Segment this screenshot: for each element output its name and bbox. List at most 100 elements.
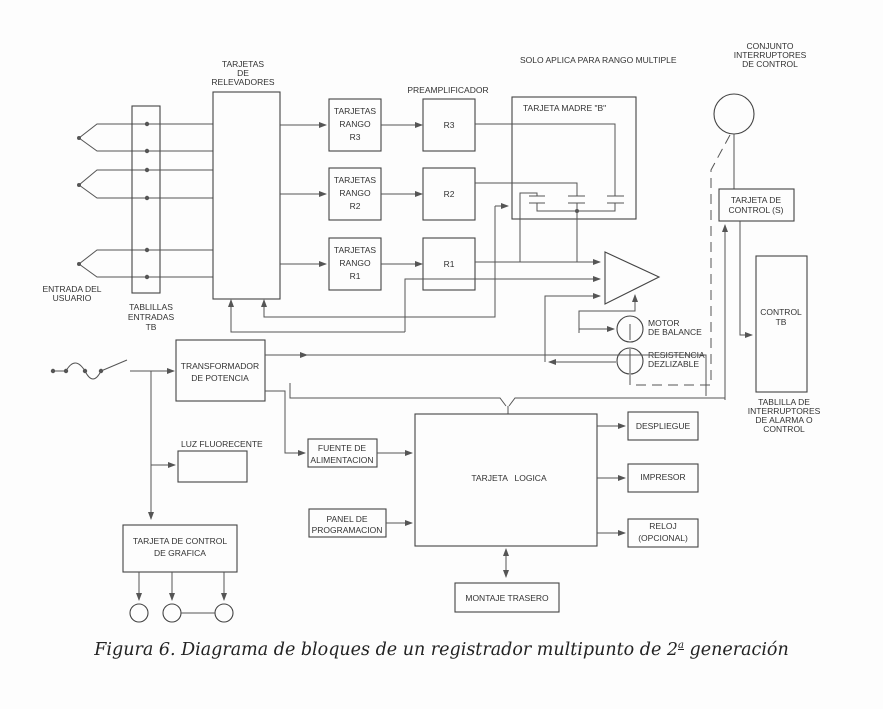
block-preamp-r2: R2 — [422, 167, 476, 221]
block-tarjeta-control: TARJETA DE CONTROL (S) — [718, 188, 795, 222]
svg-text:RELEVADORES: RELEVADORES — [211, 77, 274, 87]
label-tarjetas-relevadores: TARJETAS DE RELEVADORES — [211, 59, 274, 87]
block-tarjetas-relevadores — [212, 91, 281, 300]
svg-text:R1: R1 — [444, 259, 455, 269]
figure-caption: Figura 6. Diagrama de bloques de un regi… — [0, 640, 883, 660]
block-reloj: RELOJ (OPCIONAL) — [627, 518, 699, 548]
svg-text:DESPLIEGUE: DESPLIEGUE — [636, 421, 691, 431]
balance-motor: MOTOR DE BALANCE — [578, 315, 702, 343]
block-fuente-alimentacion: FUENTE DE ALIMENTACION — [307, 438, 378, 468]
wire-amp-feedback — [578, 294, 638, 333]
svg-text:TB: TB — [146, 322, 157, 332]
svg-text:TABLILLAS: TABLILLAS — [129, 302, 173, 312]
svg-text:TARJETA DE CONTROL: TARJETA DE CONTROL — [133, 536, 227, 546]
block-preamp-r3: R3 — [422, 98, 476, 152]
block-montaje-trasero: MONTAJE TRASERO — [454, 582, 560, 613]
svg-text:R2: R2 — [444, 189, 455, 199]
block-tarjeta-madre-b: TARJETA MADRE "B" — [511, 96, 637, 220]
wire-control-card-to-tb — [739, 221, 753, 338]
chart-pen-motors — [129, 572, 234, 623]
block-tarjetas-rango-r2: TARJETAS RANGO R2 — [328, 167, 382, 221]
label-conjunto-interruptores: CONJUNTO INTERRUPTORES DE CONTROL — [734, 41, 807, 69]
svg-text:DE CONTROL: DE CONTROL — [742, 59, 798, 69]
svg-text:PANEL DE: PANEL DE — [326, 514, 367, 524]
label-preamplificador: PREAMPLIFICADOR — [407, 85, 488, 95]
block-panel-programacion: PANEL DE PROGRAMACION — [308, 508, 387, 538]
svg-text:DEZLIZABLE: DEZLIZABLE — [648, 359, 699, 369]
wire-amp-input-2 — [404, 276, 601, 332]
svg-text:CONTROL: CONTROL — [760, 307, 802, 317]
control-switch-set — [713, 93, 755, 189]
wire-transformer-psu — [265, 390, 306, 456]
svg-text:RELOJ: RELOJ — [649, 521, 676, 531]
block-luz-fluorecente — [177, 450, 248, 483]
svg-text:USUARIO: USUARIO — [53, 293, 92, 303]
svg-text:ENTRADAS: ENTRADAS — [128, 312, 175, 322]
block-tarjeta-logica: TARJETA LOGICA — [414, 413, 598, 547]
svg-text:R3: R3 — [350, 132, 361, 142]
block-control-tb: CONTROL TB — [755, 255, 808, 393]
svg-text:RANGO: RANGO — [339, 258, 371, 268]
wire-amp-input-3 — [544, 293, 601, 360]
svg-text:RANGO: RANGO — [339, 188, 371, 198]
caption-superscript: a — [678, 640, 684, 652]
svg-text:FUENTE DE: FUENTE DE — [318, 443, 367, 453]
block-preamp-r1: R1 — [422, 237, 476, 291]
svg-text:DE ALARMA O: DE ALARMA O — [755, 415, 813, 425]
block-impresor: IMPRESOR — [627, 463, 699, 493]
svg-text:TARJETA MADRE "B": TARJETA MADRE "B" — [523, 103, 606, 113]
wire-relay-feedback-right — [261, 206, 496, 318]
block-tarjetas-rango-r3: TARJETAS RANGO R3 — [328, 98, 382, 152]
svg-text:DE BALANCE: DE BALANCE — [648, 327, 702, 337]
svg-text:TARJETA LOGICA: TARJETA LOGICA — [471, 473, 547, 483]
svg-text:TARJETAS: TARJETAS — [334, 175, 377, 185]
capacitor-switches — [475, 123, 624, 263]
terminal-dots — [144, 121, 150, 280]
svg-text:ENTRADA DEL: ENTRADA DEL — [42, 284, 101, 294]
label-entrada-usuario: ENTRADA DEL USUARIO — [42, 284, 101, 303]
svg-text:TABLILLA DE: TABLILLA DE — [758, 397, 810, 407]
svg-text:TRANSFORMADOR: TRANSFORMADOR — [181, 361, 259, 371]
svg-text:TARJETA DE: TARJETA DE — [731, 195, 782, 205]
block-tarjetas-rango-r1: TARJETAS RANGO R1 — [328, 237, 382, 291]
label-tablillas-entradas: TABLILLAS ENTRADAS TB — [128, 302, 175, 332]
label-tablilla-alarma: TABLILLA DE INTERRUPTORES DE ALARMA O CO… — [748, 397, 821, 434]
caption-text: Figura 6. Diagrama de bloques de un regi… — [94, 640, 679, 660]
svg-text:TARJETAS: TARJETAS — [334, 106, 377, 116]
slide-resistor: RESISTENCIA DEZLIZABLE — [544, 134, 731, 386]
svg-text:MOTOR: MOTOR — [648, 318, 679, 328]
block-despliegue: DESPLIEGUE — [627, 411, 699, 441]
svg-text:DE POTENCIA: DE POTENCIA — [191, 373, 249, 383]
svg-text:CONTROL: CONTROL — [763, 424, 805, 434]
svg-text:ALIMENTACION: ALIMENTACION — [310, 455, 373, 465]
svg-text:PROGRAMACION: PROGRAMACION — [312, 525, 383, 535]
svg-text:INTERRUPTORES: INTERRUPTORES — [748, 406, 821, 416]
wire-transformer-to-logic — [289, 383, 507, 407]
amplifier-triangle — [604, 251, 661, 305]
svg-text:R2: R2 — [350, 201, 361, 211]
power-input-fuse-switch — [50, 359, 128, 380]
svg-text:INTERRUPTORES: INTERRUPTORES — [734, 50, 807, 60]
label-luz-fluorecente: LUZ FLUORECENTE — [181, 439, 263, 449]
block-tablillas-entradas — [131, 105, 161, 294]
svg-text:DE GRAFICA: DE GRAFICA — [154, 548, 206, 558]
note-rango-multiple: SOLO APLICA PARA RANGO MULTIPLE — [520, 55, 677, 65]
svg-text:(OPCIONAL): (OPCIONAL) — [638, 533, 688, 543]
input-wires — [147, 123, 213, 278]
svg-text:R1: R1 — [350, 271, 361, 281]
wire-relay-feedback-left — [228, 299, 405, 333]
svg-text:DE: DE — [237, 68, 249, 78]
wire-control-to-logic — [508, 397, 726, 407]
caption-text-end: generación — [683, 640, 789, 660]
block-tarjeta-control-grafica: TARJETA DE CONTROL DE GRAFICA — [122, 524, 238, 573]
svg-text:R3: R3 — [444, 120, 455, 130]
thermocouple-inputs — [77, 123, 147, 278]
svg-text:CONJUNTO: CONJUNTO — [746, 41, 793, 51]
svg-text:TB: TB — [776, 317, 787, 327]
block-transformador-potencia: TRANSFORMADOR DE POTENCIA — [175, 339, 266, 402]
svg-text:IMPRESOR: IMPRESOR — [640, 472, 685, 482]
svg-text:TARJETAS: TARJETAS — [222, 59, 265, 69]
svg-text:RANGO: RANGO — [339, 119, 371, 129]
svg-text:CONTROL (S): CONTROL (S) — [729, 205, 784, 215]
